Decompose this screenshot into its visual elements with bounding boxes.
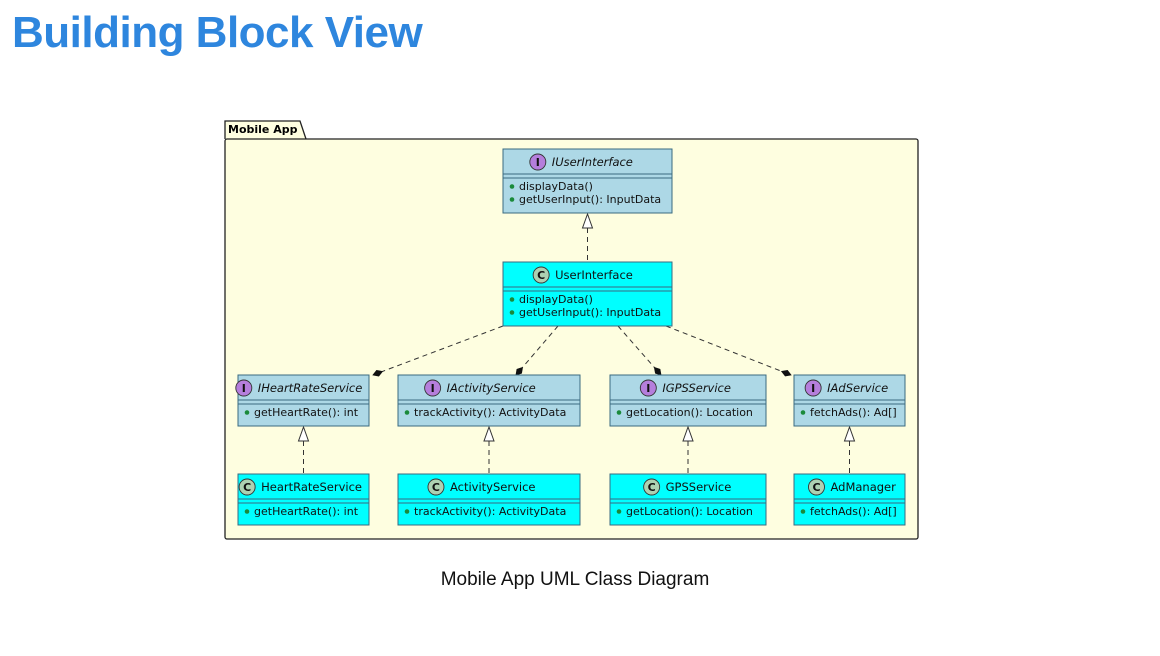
public-method-icon bbox=[509, 197, 515, 202]
interface-badge-icon: I bbox=[529, 153, 547, 171]
class-badge-icon: C bbox=[643, 478, 661, 496]
interface-badge-icon: I bbox=[639, 379, 657, 397]
method-signature: getUserInput(): InputData bbox=[519, 193, 661, 206]
package-body bbox=[224, 138, 919, 540]
method-signature: getUserInput(): InputData bbox=[519, 306, 661, 319]
package-tab bbox=[224, 120, 307, 140]
class-badge-icon: C bbox=[808, 478, 825, 496]
public-method-icon bbox=[404, 410, 410, 415]
class-name: IUserInterface bbox=[552, 155, 633, 169]
method-signature: getLocation(): Location bbox=[626, 406, 753, 419]
class-heart-rate-service: C HeartRateService getHeartRate(): int bbox=[237, 473, 370, 526]
interface-i-user-interface: I IUserInterface displayData()getUserInput… bbox=[502, 148, 673, 214]
svg-text:I: I bbox=[431, 382, 435, 395]
svg-text:C: C bbox=[537, 269, 545, 282]
public-method-icon bbox=[800, 410, 806, 415]
svg-text:C: C bbox=[432, 481, 440, 494]
relations bbox=[297, 212, 856, 474]
interface-i-activity-service: I IActivityService trackActivity(): Activi… bbox=[397, 374, 581, 427]
svg-text:I: I bbox=[811, 382, 815, 395]
class-name: HeartRateService bbox=[261, 480, 362, 494]
method-signature: fetchAds(): Ad[] bbox=[810, 505, 897, 518]
method-signature: getLocation(): Location bbox=[626, 505, 753, 518]
class-name: GPSService bbox=[666, 480, 732, 494]
realization-arrow bbox=[581, 212, 594, 262]
class-name: UserInterface bbox=[555, 268, 633, 282]
realization-arrow bbox=[682, 425, 694, 474]
class-badge-icon: C bbox=[427, 478, 445, 496]
class-name: IAdService bbox=[827, 381, 888, 395]
class-activity-service: C ActivityService trackActivity(): Activit… bbox=[397, 473, 581, 526]
composition-arrow bbox=[665, 325, 792, 377]
package-mobile-app: Mobile App bbox=[224, 120, 919, 540]
method-signature: displayData() bbox=[519, 180, 593, 193]
class-name: AdManager bbox=[830, 480, 896, 494]
svg-text:C: C bbox=[243, 481, 251, 494]
public-method-icon bbox=[244, 509, 250, 514]
composition-arrow bbox=[372, 325, 504, 377]
diagram-caption: Mobile App UML Class Diagram bbox=[440, 569, 710, 590]
svg-text:I: I bbox=[536, 156, 540, 169]
method-signature: trackActivity(): ActivityData bbox=[414, 406, 566, 419]
public-method-icon bbox=[616, 410, 622, 415]
public-method-icon bbox=[800, 509, 806, 514]
public-method-icon bbox=[616, 509, 622, 514]
public-method-icon bbox=[509, 184, 515, 189]
class-badge-icon: C bbox=[532, 266, 550, 284]
public-method-icon bbox=[404, 509, 410, 514]
class-name: IActivityService bbox=[447, 381, 536, 395]
method-signature: displayData() bbox=[519, 293, 593, 306]
interface-igps-service: I IGPSService getLocation(): Location bbox=[609, 374, 767, 427]
composition-arrow bbox=[617, 325, 662, 376]
realization-arrow bbox=[843, 425, 856, 474]
class-user-interface: C UserInterface displayData()getUserInput(… bbox=[502, 261, 673, 327]
composition-arrow bbox=[515, 325, 559, 376]
class-gps-service: C GPSService getLocation(): Location bbox=[609, 473, 767, 526]
interface-i-heart-rate-service: I IHeartRateService getHeartRate(): int bbox=[235, 374, 370, 427]
interface-badge-icon: I bbox=[235, 379, 253, 397]
svg-text:C: C bbox=[812, 481, 820, 494]
interface-badge-icon: I bbox=[804, 379, 822, 397]
svg-text:C: C bbox=[648, 481, 656, 494]
svg-text:I: I bbox=[242, 382, 246, 395]
class-box bbox=[502, 261, 673, 327]
method-signature: trackActivity(): ActivityData bbox=[414, 505, 566, 518]
method-signature: fetchAds(): Ad[] bbox=[810, 406, 897, 419]
public-method-icon bbox=[509, 297, 515, 302]
public-method-icon bbox=[244, 410, 250, 415]
slide-title: Building Block View bbox=[12, 8, 423, 57]
class-badge-icon: C bbox=[238, 478, 256, 496]
realization-arrow bbox=[297, 425, 310, 474]
class-name: ActivityService bbox=[450, 480, 536, 494]
method-signature: getHeartRate(): int bbox=[254, 505, 359, 518]
public-method-icon bbox=[509, 310, 515, 315]
interface-i-ad-service: I IAdService fetchAds(): Ad[] bbox=[793, 374, 906, 427]
interface-badge-icon: I bbox=[424, 379, 442, 397]
realization-arrow bbox=[483, 425, 495, 474]
package-label: Mobile App bbox=[228, 123, 298, 136]
method-signature: getHeartRate(): int bbox=[254, 406, 359, 419]
class-name: IGPSService bbox=[662, 381, 731, 395]
class-ad-manager: C AdManager fetchAds(): Ad[] bbox=[793, 473, 906, 526]
class-name: IHeartRateService bbox=[258, 381, 363, 395]
svg-text:I: I bbox=[646, 382, 650, 395]
